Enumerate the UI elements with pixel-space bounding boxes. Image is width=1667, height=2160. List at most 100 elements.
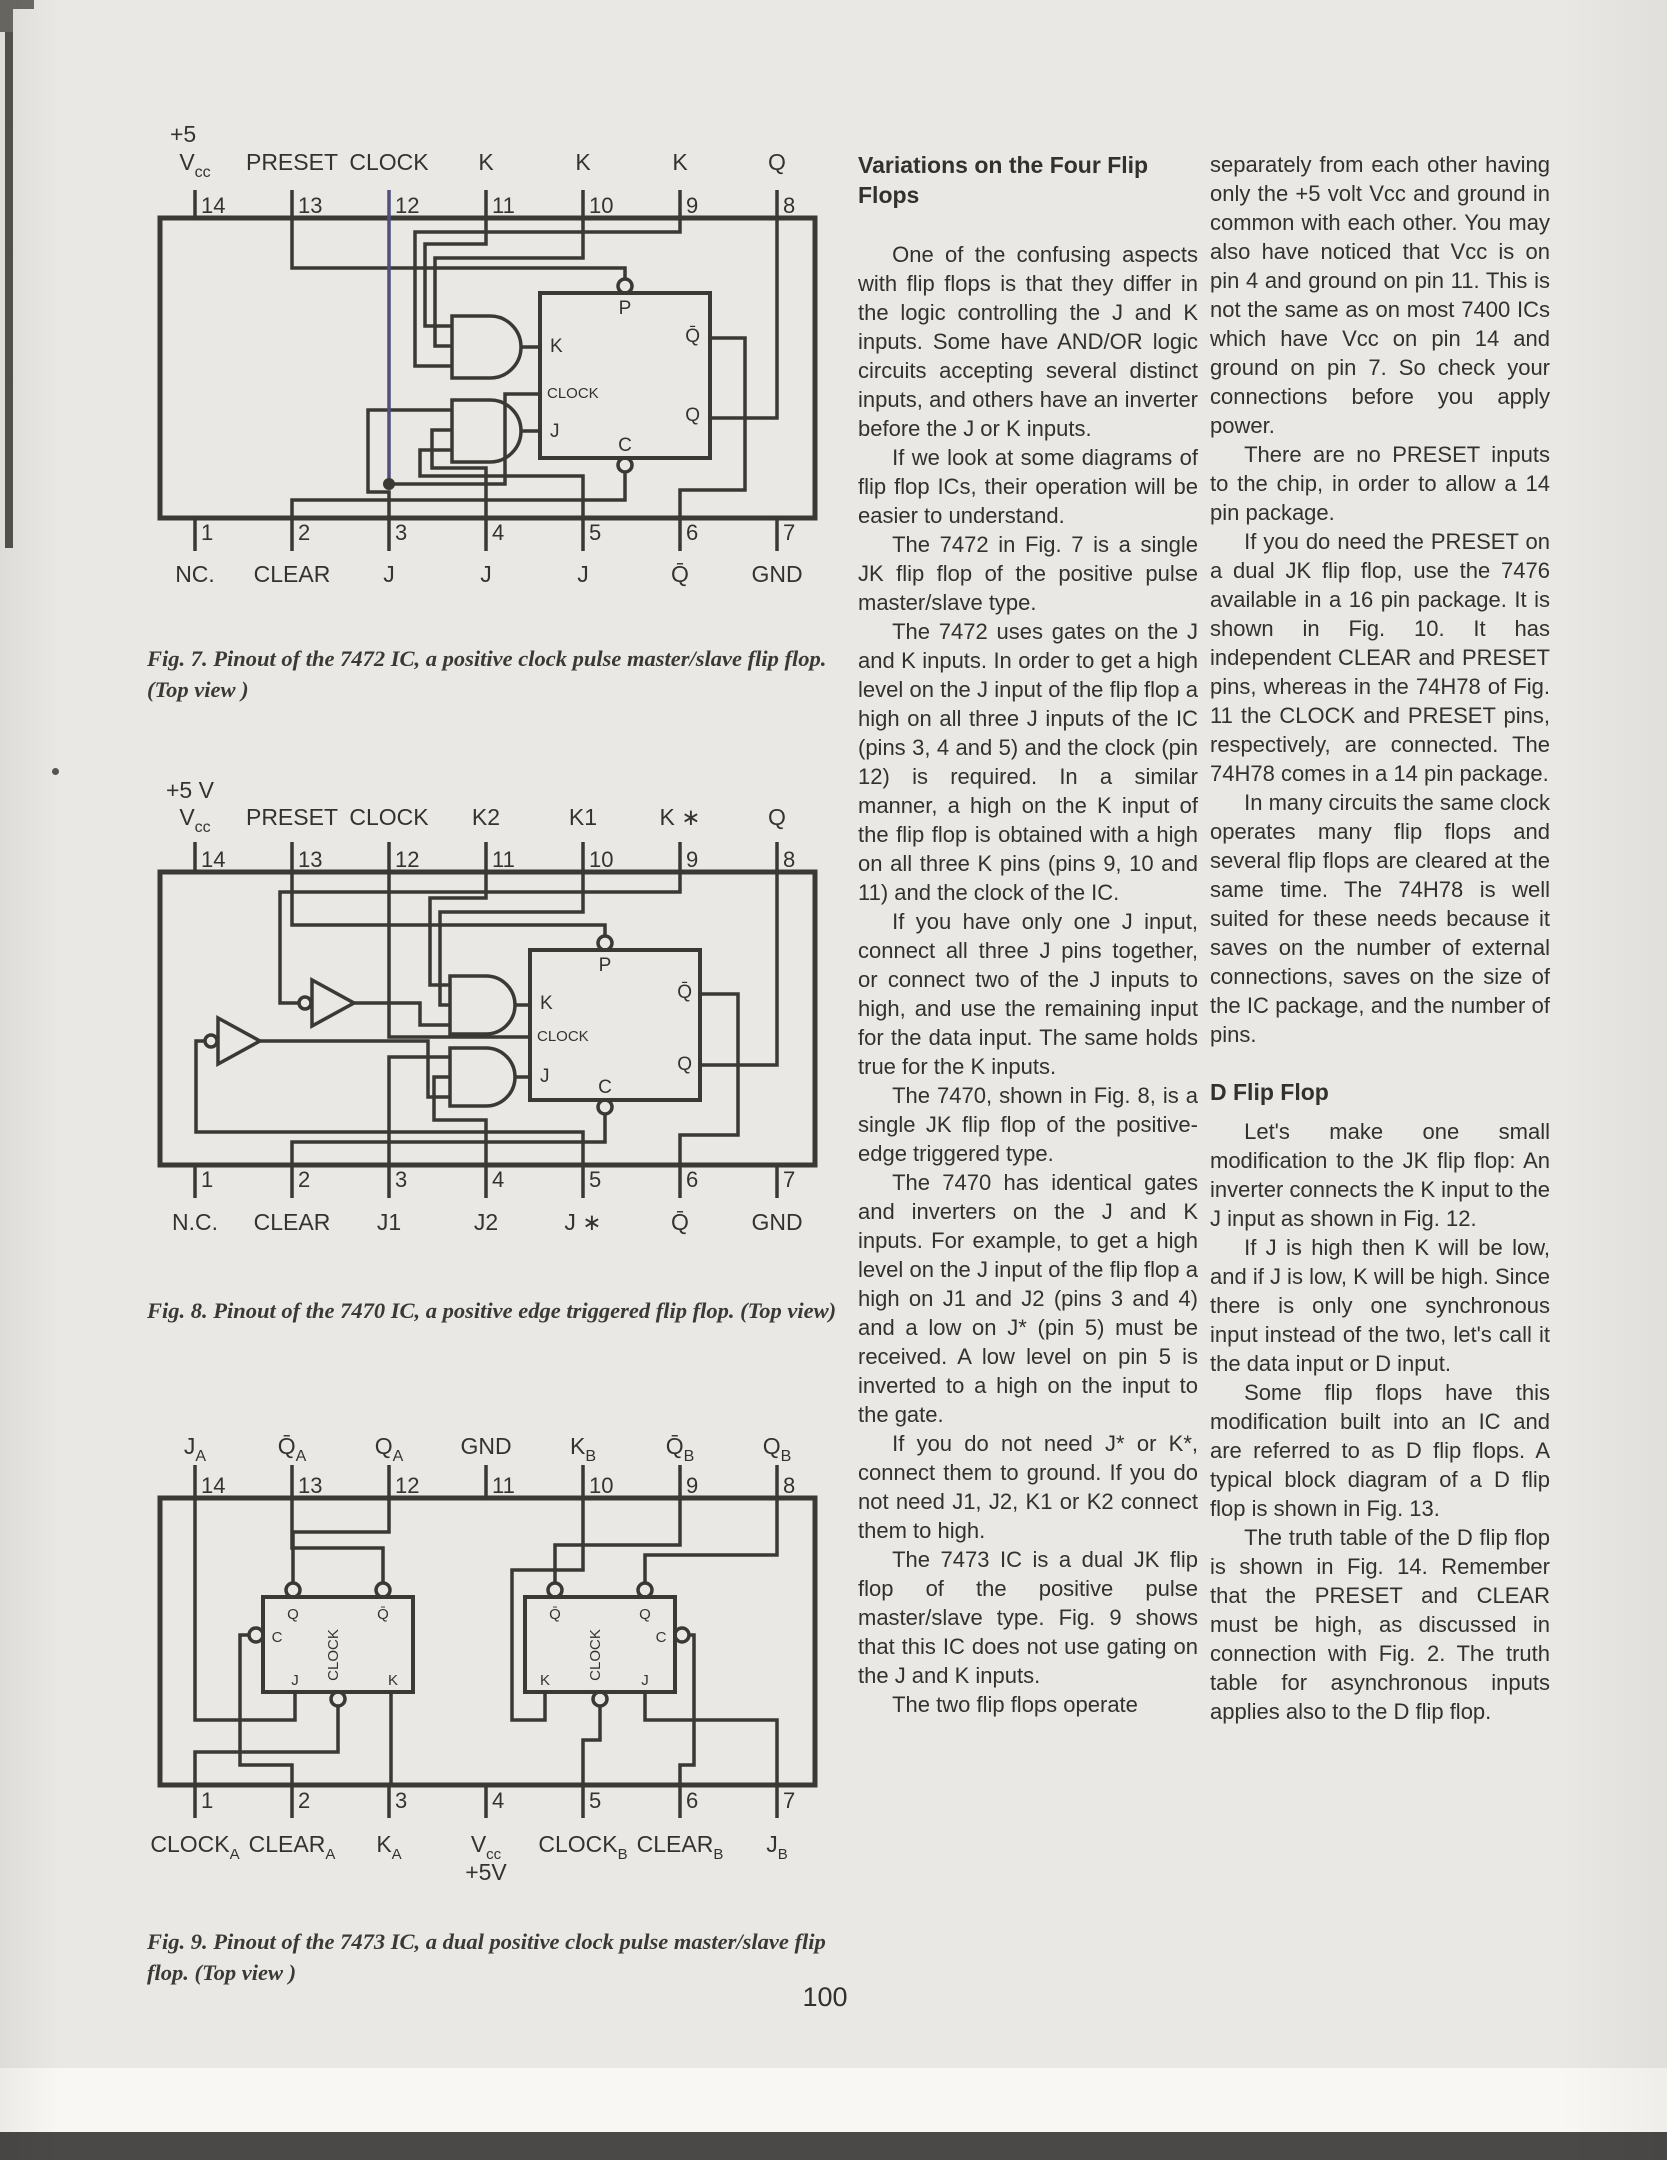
- paragraph: The 7472 uses gates on the J and K input…: [858, 619, 1198, 905]
- fig7-7472-schematic: +5 Vcc PRESET CLOCK K K K Q 14 13 12 11 …: [157, 121, 818, 587]
- pin-label: GND: [751, 561, 802, 587]
- pin-number: 2: [298, 1167, 310, 1192]
- pin-number: 3: [395, 1167, 407, 1192]
- pin-number: 11: [492, 193, 515, 218]
- section-heading-d-flip-flop: D Flip Flop: [1210, 1079, 1329, 1105]
- paragraph: separately from each other having only t…: [1210, 152, 1550, 438]
- ffb-j-label: J: [641, 1672, 649, 1689]
- pin-label-vcc: Vcc: [179, 149, 210, 181]
- ffa-clock-label: CLOCK: [325, 1629, 342, 1681]
- ffb-k-label: K: [540, 1672, 550, 1689]
- pin-label: CLEAR: [254, 1209, 331, 1235]
- pin-label: J1: [377, 1209, 401, 1235]
- pin-label: CLEARA: [249, 1831, 336, 1863]
- paragraph: If you do not need J* or K*, connect the…: [858, 1431, 1198, 1543]
- print-speck: [52, 768, 59, 775]
- pin-number: 7: [783, 1167, 795, 1192]
- ffa-qbar-label: Q̄: [377, 1606, 389, 1623]
- ff-k-label: K: [550, 336, 563, 357]
- ffa-q-label: Q: [287, 1606, 299, 1623]
- pin-label: GND: [460, 1433, 511, 1459]
- fig7-labels: +5 Vcc PRESET CLOCK K K K Q 14 13 12 11 …: [170, 121, 803, 587]
- paragraph: In many circuits the same clock operates…: [1210, 790, 1550, 1047]
- pin-number: 6: [686, 1788, 698, 1813]
- paragraph: The two flip flops operate: [892, 1692, 1138, 1717]
- pin-number: 6: [686, 520, 698, 545]
- pin-number: 3: [395, 1788, 407, 1813]
- pin-label: J ∗: [564, 1209, 601, 1235]
- ff-c-label: C: [618, 435, 632, 456]
- pin-number: 4: [492, 1788, 504, 1813]
- pin-label: CLOCKA: [150, 1831, 239, 1863]
- paragraph: If you have only one J input, connect al…: [858, 909, 1198, 1079]
- power-label: +5V: [465, 1859, 507, 1885]
- ff-qbar-label: Q̄: [677, 982, 692, 1003]
- pin-label: K: [478, 149, 494, 175]
- pin-number: 5: [589, 1788, 601, 1813]
- pin-label: CLOCK: [349, 149, 429, 175]
- ffb-c-label: C: [656, 1629, 667, 1646]
- pin-number: 8: [783, 1473, 795, 1498]
- power-label: +5: [170, 121, 196, 147]
- pin-number: 13: [298, 193, 322, 218]
- text-column-2: separately from each other having only t…: [1210, 150, 1550, 1726]
- ffb-clock-label: CLOCK: [587, 1629, 604, 1681]
- paragraph: Let's make one small modification to the…: [1210, 1119, 1550, 1231]
- pin-label: JB: [766, 1831, 788, 1863]
- ff-preset-label: P: [599, 955, 612, 976]
- pin-label: K1: [569, 804, 597, 830]
- pin-label: GND: [751, 1209, 802, 1235]
- paragraph: There are no PRESET inputs to the chip, …: [1210, 442, 1550, 525]
- pin-number: 11: [492, 1473, 515, 1498]
- ffb-qbar-label: Q̄: [549, 1606, 561, 1623]
- pin-number: 10: [589, 1473, 613, 1498]
- fig9-7473-schematic: JA Q̄A QA GND KB Q̄B QB 14 13 12 11 10 9…: [150, 1433, 818, 1885]
- pin-label-vcc: Vcc: [179, 804, 210, 836]
- pin-number: 10: [589, 847, 613, 872]
- pin-number: 4: [492, 520, 504, 545]
- paragraph: The 7470, shown in Fig. 8, is a single J…: [858, 1083, 1198, 1166]
- scan-bottom-bar: [0, 2132, 1667, 2160]
- paragraph: If J is high then K will be low, and if …: [1210, 1235, 1550, 1376]
- pin-number: 14: [201, 193, 225, 218]
- pin-label: Q̄B: [666, 1433, 695, 1465]
- pin-label: Q̄: [671, 561, 689, 587]
- fig8-wires: [157, 842, 818, 1198]
- pin-number: 11: [492, 847, 515, 872]
- pin-label: J: [383, 561, 395, 587]
- ffa-c-label: C: [272, 1629, 283, 1646]
- pin-number: 13: [298, 1473, 322, 1498]
- pin-number: 1: [201, 1788, 213, 1813]
- fig8-caption: Fig. 8. Pinout of the 7470 IC, a positiv…: [147, 1298, 837, 1323]
- pin-number: 1: [201, 520, 213, 545]
- ff-clock-label: CLOCK: [547, 385, 599, 402]
- pin-label-vcc: Vcc: [471, 1831, 502, 1863]
- pin-label: K ∗: [659, 804, 700, 830]
- page-number: 100: [802, 1982, 848, 2012]
- fig9-caption: Fig. 9. Pinout of the 7473 IC, a dual po…: [147, 1929, 826, 1985]
- ff-j-label: J: [550, 421, 560, 442]
- pin-label: K2: [472, 804, 500, 830]
- pin-number: 1: [201, 1167, 213, 1192]
- paragraph: The 7472 in Fig. 7 is a single JK flip f…: [858, 532, 1198, 615]
- pin-label: CLEAR: [254, 561, 331, 587]
- pin-number: 14: [201, 1473, 225, 1498]
- junction-dot: [383, 478, 395, 490]
- fig9-wires: [157, 1465, 818, 1818]
- pin-number: 9: [686, 193, 698, 218]
- pin-number: 6: [686, 1167, 698, 1192]
- pin-label: K: [575, 149, 591, 175]
- fig8-labels: +5 V Vcc PRESET CLOCK K2 K1 K ∗ Q 14 13 …: [166, 780, 803, 1235]
- pin-label: Q̄: [671, 1209, 689, 1235]
- ffa-k-label: K: [388, 1672, 398, 1689]
- pin-number: 8: [783, 847, 795, 872]
- page-bottom-margin: [0, 2068, 1667, 2132]
- pin-label: Q̄A: [278, 1433, 307, 1465]
- fig7-wires: [157, 190, 818, 551]
- pin-number: 9: [686, 847, 698, 872]
- paragraph: The truth table of the D flip flop is sh…: [1210, 1525, 1550, 1724]
- pin-label: PRESET: [246, 804, 338, 830]
- pin-label: KA: [376, 1831, 401, 1863]
- pin-label: K: [672, 149, 688, 175]
- pin-label: CLOCKB: [538, 1831, 627, 1863]
